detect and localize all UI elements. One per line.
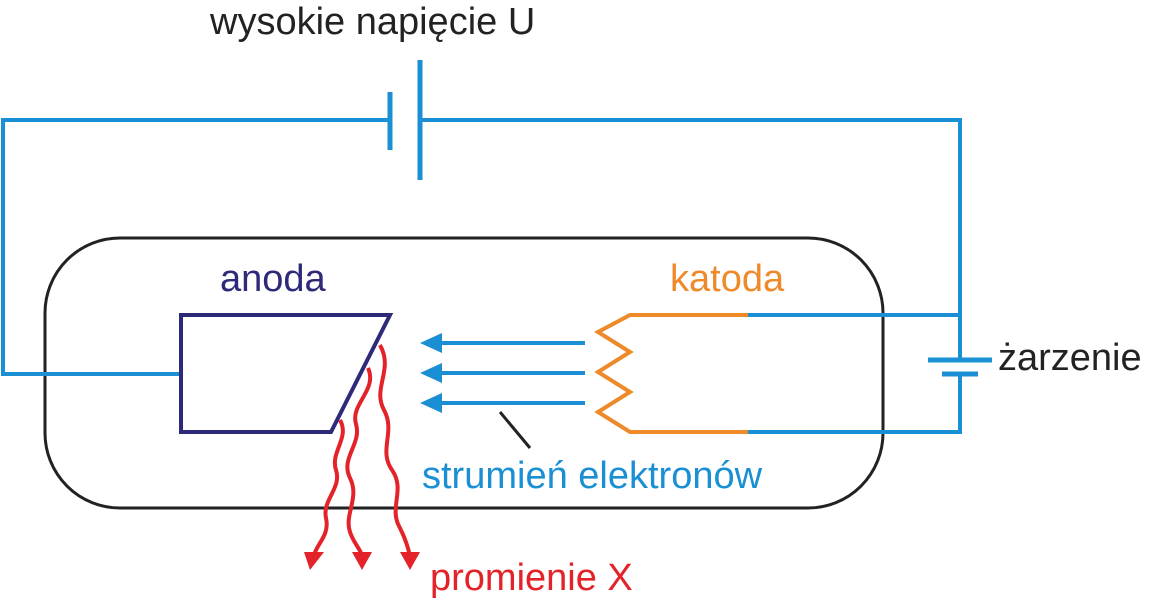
- xray-label: promienie X: [430, 557, 633, 599]
- xray-arrowhead: [400, 552, 420, 570]
- xray-wave: [345, 367, 373, 557]
- heating-battery: [928, 357, 992, 377]
- high-voltage-battery: [387, 60, 423, 180]
- electron-stream-label: strumień elektronów: [422, 455, 763, 497]
- xray-wave: [378, 344, 412, 557]
- electron-label-pointer: [498, 411, 532, 449]
- xray-arrowhead: [304, 552, 324, 570]
- hv-wire-left: [1, 118, 388, 376]
- xray-wave: [312, 419, 345, 557]
- heating-wire-bottom: [748, 372, 962, 434]
- electron-arrow: [420, 333, 585, 353]
- xray-arrowhead: [352, 552, 372, 570]
- heating-circuit: [748, 313, 962, 434]
- cathode-filament: [594, 313, 748, 434]
- heating-label: żarzenie: [998, 337, 1142, 379]
- electron-arrow: [420, 363, 585, 383]
- hv-wire-right: [420, 118, 962, 360]
- xray-waves: [312, 344, 412, 557]
- anode-shape: [179, 313, 394, 434]
- xray-arrowheads: [304, 552, 420, 570]
- electron-arrow: [420, 393, 585, 413]
- electron-stream-arrows: [420, 333, 585, 413]
- high-voltage-circuit: [1, 118, 962, 376]
- high-voltage-label: wysokie napięcie U: [209, 1, 535, 43]
- cathode-label: katoda: [670, 258, 785, 300]
- anode-label: anoda: [220, 258, 327, 300]
